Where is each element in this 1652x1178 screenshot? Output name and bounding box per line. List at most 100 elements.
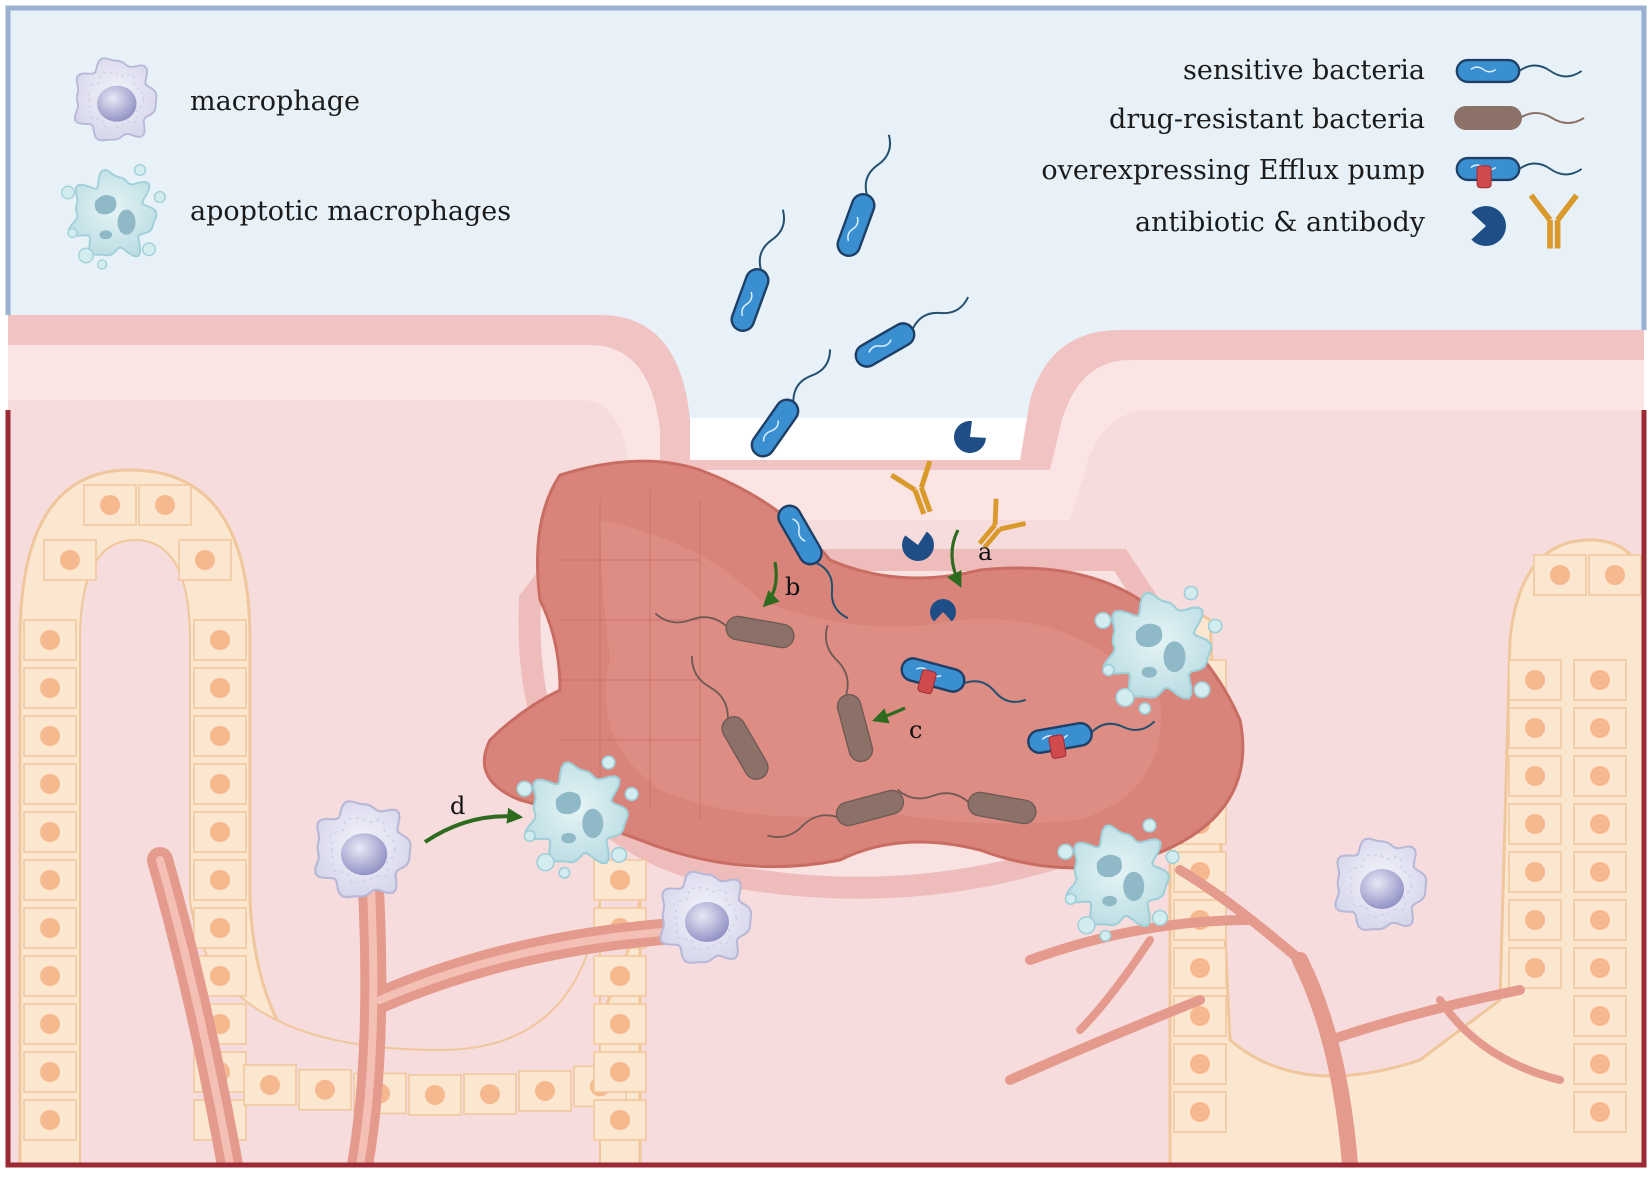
- vessel-right-c: [1005, 995, 1205, 1085]
- epithelial-cell: [1173, 1043, 1227, 1085]
- antibody-stem: [918, 486, 933, 513]
- cell-nucleus: [1590, 814, 1610, 834]
- bacterium-body: [835, 789, 905, 827]
- epithelial-cell: [243, 1064, 297, 1106]
- flagellum: [1519, 112, 1585, 124]
- apoptotic-bleb: [97, 259, 108, 270]
- nuclear-fragment: [1141, 666, 1157, 678]
- epithelial-cell: [23, 715, 77, 757]
- antibiotic-shape: [930, 599, 956, 622]
- epithelial-cell: [518, 1070, 572, 1112]
- macrophage-icon: [1334, 837, 1428, 931]
- epithelial-cell: [408, 1074, 462, 1116]
- nuclear-fragment: [1123, 871, 1145, 902]
- apoptotic-bleb: [1102, 663, 1115, 677]
- cell-nucleus: [210, 678, 230, 698]
- epithelial-cell: [23, 955, 77, 997]
- epithelial-cell: [1573, 707, 1627, 749]
- apoptotic-bleb: [601, 755, 616, 770]
- cell-nucleus: [1525, 862, 1545, 882]
- cell-nucleus: [195, 550, 215, 570]
- sensitive-bacterium: [836, 134, 892, 257]
- epithelial-cell: [193, 811, 247, 853]
- cell-nucleus: [40, 822, 60, 842]
- apoptotic-bleb: [1138, 702, 1152, 715]
- macrophage-icon: [314, 800, 412, 899]
- cell-nucleus: [40, 870, 60, 890]
- macrophage-nucleus: [97, 85, 137, 122]
- antibiotic-shape: [902, 531, 934, 561]
- epithelial-cell: [1173, 851, 1227, 893]
- cell-nucleus: [40, 1110, 60, 1130]
- arrow-d: [423, 807, 524, 844]
- epithelial-cell: [593, 1051, 647, 1093]
- cell-nucleus: [1590, 862, 1610, 882]
- apoptotic-bleb: [624, 786, 639, 802]
- flagellum: [963, 680, 1027, 703]
- nuclear-fragment: [1102, 895, 1117, 907]
- antibiotic-shape: [954, 421, 986, 453]
- drug-resistant-bacterium: [825, 625, 874, 763]
- epithelial-cell: [193, 715, 247, 757]
- cell-nucleus: [1525, 910, 1545, 930]
- epithelial-cell: [1573, 995, 1627, 1037]
- antibody-arm: [1555, 193, 1579, 222]
- nuclear-fragment: [1163, 641, 1186, 673]
- cell-nucleus: [40, 726, 60, 746]
- epithelial-cell: [1573, 659, 1627, 701]
- macrophage-texture: [86, 72, 145, 130]
- nuclear-fragment: [99, 230, 113, 240]
- legend-right-icons: [1454, 58, 1585, 249]
- cell-nucleus: [1190, 1054, 1210, 1074]
- nuclear-fragment: [1135, 623, 1163, 648]
- efflux-pump: [1476, 165, 1492, 189]
- cell-nucleus: [40, 1062, 60, 1082]
- step-label-b: b: [785, 573, 800, 601]
- cell-nucleus: [260, 1075, 280, 1095]
- cell-nucleus: [210, 726, 230, 746]
- cell-nucleus: [315, 1079, 335, 1100]
- flagellum: [825, 625, 849, 696]
- cell-nucleus: [210, 966, 230, 986]
- antibiotic-icon: [930, 599, 956, 622]
- epithelial-cell: [1508, 755, 1562, 797]
- antibody-arm: [999, 521, 1027, 532]
- vessel-right-d: [1325, 985, 1525, 1045]
- cell-nucleus: [1190, 958, 1210, 978]
- cell-nucleus: [1590, 958, 1610, 978]
- nuclear-fragment: [94, 195, 117, 215]
- cell-nucleus: [1590, 670, 1610, 690]
- frame-bottom-border: [5, 410, 1647, 1168]
- epithelial-cell: [23, 1051, 77, 1093]
- bacterium-body: [836, 693, 874, 763]
- apoptotic-bleb: [67, 227, 78, 239]
- flagellum: [758, 209, 786, 271]
- cell-nucleus: [1525, 670, 1545, 690]
- flagellum: [690, 656, 729, 719]
- flagellum: [1090, 720, 1156, 734]
- bacterium-body: [1454, 106, 1522, 130]
- bacterium-body: [725, 615, 795, 649]
- apoptotic-bleb: [523, 829, 536, 843]
- apoptotic-bleb: [1207, 618, 1223, 634]
- apoptotic-bleb: [153, 190, 166, 204]
- epithelial-cell: [593, 1099, 647, 1141]
- antibody-stem: [982, 527, 1002, 550]
- macrophage-icon: [73, 57, 158, 142]
- cell-nucleus: [1190, 1006, 1210, 1026]
- cell-nucleus: [1525, 718, 1545, 738]
- cell-nucleus: [40, 918, 60, 938]
- cell-nucleus: [610, 966, 630, 986]
- epithelial-cell: [23, 1003, 77, 1045]
- nuclear-fragment: [117, 209, 136, 235]
- sensitive-bacterium: [854, 296, 970, 368]
- epithelial-cell: [1573, 947, 1627, 989]
- apoptotic-membrane: [1065, 824, 1171, 928]
- antibody-arm: [890, 472, 917, 493]
- blood-vessel-left: [147, 847, 703, 1165]
- epithelial-cell: [23, 811, 77, 853]
- apoptotic-membrane: [524, 761, 630, 865]
- flagellum: [911, 296, 970, 330]
- drug-resistant-bacterium: [654, 612, 795, 649]
